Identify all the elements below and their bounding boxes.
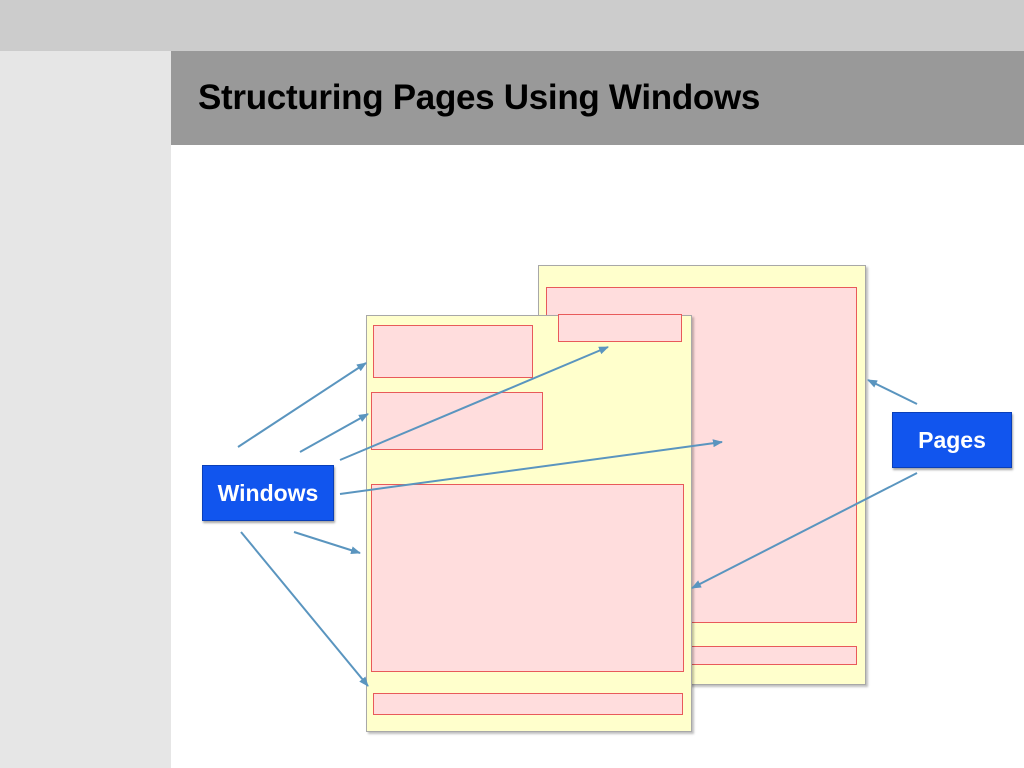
pages-callout: Pages xyxy=(892,412,1012,468)
windows-callout: Windows xyxy=(202,465,334,521)
arrow-windows-front-main xyxy=(293,531,361,555)
slide-title: Structuring Pages Using Windows xyxy=(198,78,761,117)
front-page-top-left-window xyxy=(373,325,533,378)
front-page-main-window xyxy=(371,484,684,672)
back-page-footer-window xyxy=(690,646,857,665)
front-page-middle-window xyxy=(371,392,543,450)
arrow-windows-footer xyxy=(240,531,369,687)
title-bar xyxy=(171,51,1024,145)
arrow-windows-top-left xyxy=(237,362,367,448)
front-page-top-right-window xyxy=(558,314,682,342)
arrow-windows-middle xyxy=(299,413,369,453)
top-band xyxy=(0,0,1024,51)
arrow-pages-back xyxy=(867,379,918,405)
left-band xyxy=(0,51,171,768)
front-page-footer-window xyxy=(373,693,683,715)
